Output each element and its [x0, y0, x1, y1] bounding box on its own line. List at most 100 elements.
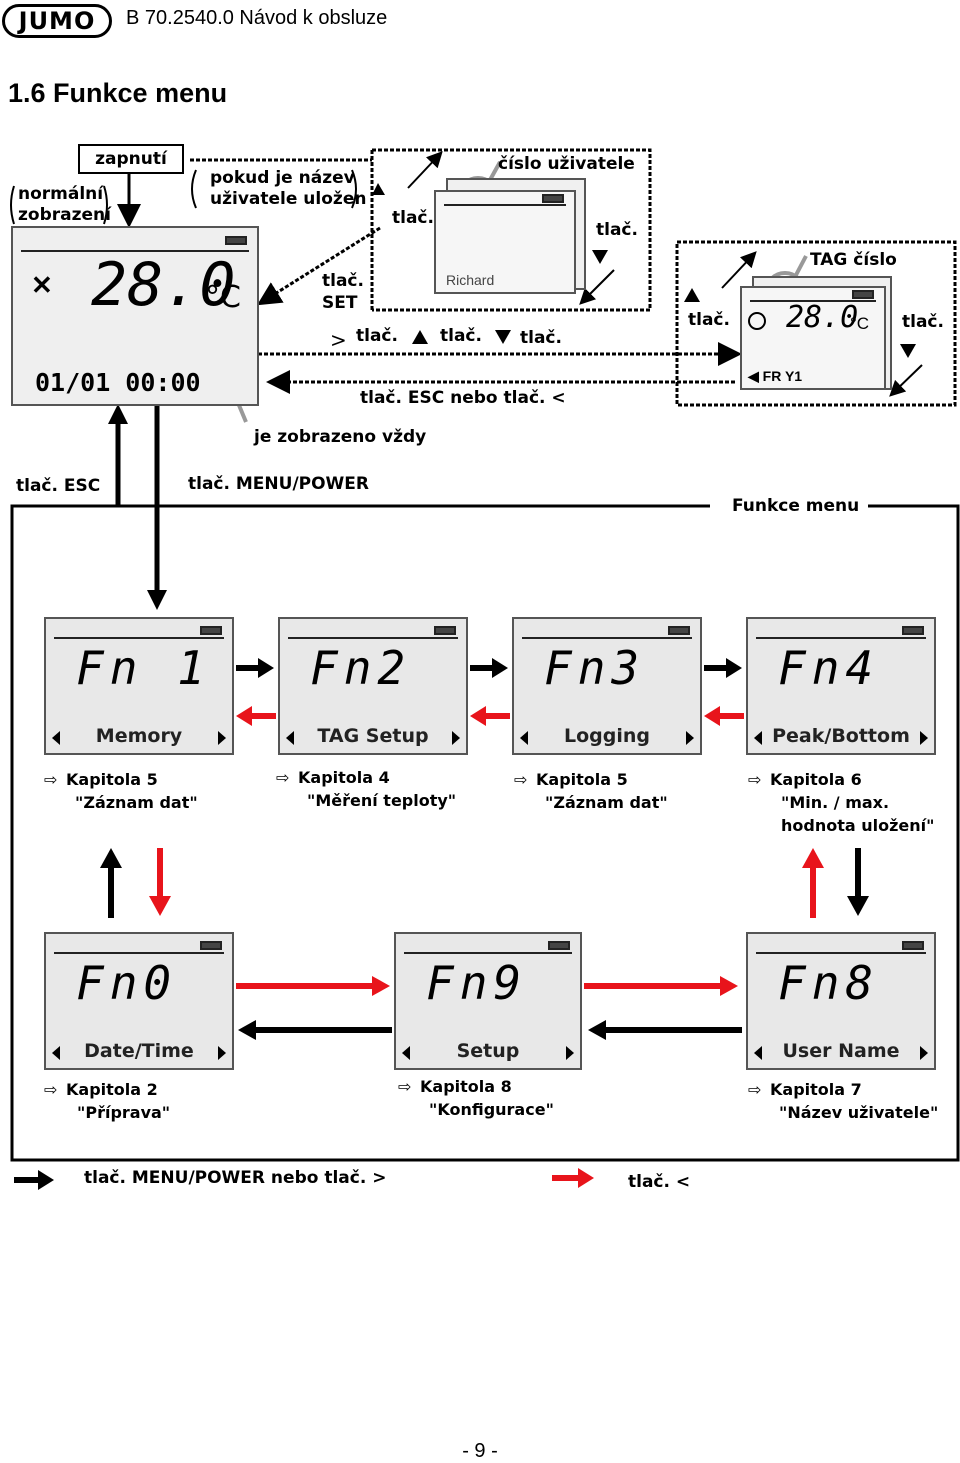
- fn4-chapter: ⇨ Kapitola 6 "Min. / max. hodnota uložení…: [748, 768, 934, 837]
- power-on-label: zapnutí: [95, 149, 167, 169]
- fn9-chapter-no: Kapitola 8: [420, 1077, 512, 1096]
- tag-card-ring-icon: [748, 312, 766, 330]
- menu-key-label: tlač. MENU/POWER: [188, 474, 370, 494]
- tag-card: 28.0 °C ◀ FR Y1: [740, 286, 886, 390]
- menu-fn1: Fn 1 Memory: [44, 617, 234, 755]
- battery-icon: [668, 626, 690, 635]
- normal-display-label: normální zobrazení: [18, 184, 111, 226]
- key-label-user-down: tlač.: [596, 220, 638, 240]
- arrow-right-icon: [686, 731, 694, 745]
- fn0-code: Fn0: [76, 956, 178, 1010]
- tag-card-temperature: 28.0: [786, 300, 859, 335]
- function-menu-label: Funkce menu: [732, 496, 860, 516]
- fn3-chapter: ⇨Kapitola 5 "Záznam dat": [514, 768, 668, 814]
- section-title: 1.6 Funkce menu: [8, 78, 228, 108]
- main-datetime: 01/01 00:00: [35, 368, 201, 397]
- fn1-chapter: ⇨Kapitola 5 "Záznam dat": [44, 768, 198, 814]
- esc-key-label: tlač. ESC: [16, 476, 101, 496]
- row1-arrows: [236, 658, 744, 726]
- main-display-line: [21, 250, 249, 252]
- arrow-left-icon: [754, 1046, 762, 1060]
- user-card-line: [444, 204, 566, 206]
- arrow-right-icon: [218, 1046, 226, 1060]
- row2-arrows: [236, 976, 742, 1040]
- fn4-code: Fn4: [778, 641, 880, 695]
- arrow-left-icon: [402, 1046, 410, 1060]
- fn3-chapter-no: Kapitola 5: [536, 770, 628, 789]
- fn9-name: Setup: [456, 1040, 520, 1062]
- arrow-left-icon: [52, 731, 60, 745]
- fn1-chapter-no: Kapitola 5: [66, 770, 158, 789]
- pointer-arrow-icon: ⇨: [398, 1077, 412, 1096]
- fn2-code: Fn2: [310, 641, 412, 695]
- fn4-name: Peak/Bottom: [772, 725, 910, 747]
- arrow-left-icon: [754, 731, 762, 745]
- key-set-line2: SET: [322, 293, 358, 313]
- arrow-right-icon: [452, 731, 460, 745]
- fn9-chapter: ⇨ Kapitola 8 "Konfigurace": [398, 1075, 554, 1121]
- close-icon: ✕: [31, 270, 53, 300]
- fn3-chapter-desc: "Záznam dat": [545, 793, 668, 812]
- fn3-name: Logging: [563, 725, 650, 747]
- menu-fn9: Fn9 Setup: [394, 932, 582, 1070]
- fn3-code: Fn3: [544, 641, 646, 695]
- power-on-label-box: zapnutí: [78, 144, 184, 174]
- pointer-arrow-icon: ⇨: [44, 1080, 58, 1099]
- fn2-chapter: ⇨ Kapitola 4 "Měření teploty": [276, 766, 456, 812]
- fn4-chapter-desc: "Min. / max.: [781, 793, 890, 812]
- key-label-tag-down: tlač.: [902, 312, 944, 332]
- fn4-chapter-desc2: hodnota uložení": [781, 816, 935, 835]
- fn9-chapter-desc: "Konfigurace": [429, 1100, 554, 1119]
- main-temperature-unit: °C: [205, 280, 241, 315]
- menu-fn4: Fn4 Peak/Bottom: [746, 617, 936, 755]
- tag-card-name-text: FR Y1: [762, 368, 803, 384]
- pointer-arrow-icon: ⇨: [748, 770, 762, 789]
- battery-icon: [200, 626, 222, 635]
- fn2-chapter-no: Kapitola 4: [298, 768, 390, 787]
- key-set-line1: tlač.: [322, 271, 364, 291]
- arrow-right-icon: [920, 1046, 928, 1060]
- fn8-chapter-desc: "Název uživatele": [779, 1103, 939, 1122]
- username-line2: uživatele uložen: [210, 189, 367, 209]
- arrow-left-icon: [520, 731, 528, 745]
- username-stored-label: pokud je název uživatele uložen: [210, 168, 366, 210]
- tag-card-battery-icon: [852, 290, 874, 299]
- normal-display-line2: zobrazení: [18, 205, 111, 225]
- fn4-chapter-no: Kapitola 6: [770, 770, 862, 789]
- key-label-down: tlač.: [520, 328, 562, 348]
- key-gt: >: [330, 328, 347, 352]
- fn1-name: Memory: [95, 725, 183, 747]
- battery-icon: [225, 236, 247, 245]
- battery-icon: [434, 626, 456, 635]
- fn1-code: Fn 1: [76, 641, 211, 695]
- menu-fn0: Fn0 Date/Time: [44, 932, 234, 1070]
- always-shown-label: je zobrazeno vždy: [254, 427, 427, 447]
- arrow-right-icon: [218, 731, 226, 745]
- tag-card-unit: °C: [850, 314, 870, 333]
- user-card: Richard: [434, 190, 576, 294]
- menu-fn8: Fn8 User Name: [746, 932, 936, 1070]
- username-line1: pokud je název: [210, 168, 355, 188]
- menu-fn3: Fn3 Logging: [512, 617, 702, 755]
- fn0-chapter: ⇨Kapitola 2 "Příprava": [44, 1078, 170, 1124]
- arrow-left-icon: [286, 731, 294, 745]
- main-display: ✕ 28.0 °C 01/01 00:00: [11, 226, 259, 406]
- normal-display-line1: normální: [18, 184, 104, 204]
- fn2-chapter-desc: "Měření teploty": [307, 791, 457, 810]
- battery-icon: [200, 941, 222, 950]
- legend-red: tlač. <: [628, 1172, 691, 1192]
- tag-card-line: [750, 300, 876, 302]
- main-temperature: 28.0: [91, 250, 236, 320]
- fn8-code: Fn8: [778, 956, 880, 1010]
- legend-black: tlač. MENU/POWER nebo tlač. >: [84, 1168, 387, 1188]
- fn8-chapter-no: Kapitola 7: [770, 1080, 862, 1099]
- battery-icon: [902, 626, 924, 635]
- user-card-battery-icon: [542, 194, 564, 203]
- pointer-arrow-icon: ⇨: [276, 768, 290, 787]
- fn8-name: User Name: [782, 1040, 900, 1062]
- battery-icon: [902, 941, 924, 950]
- tag-number-label: TAG číslo: [810, 250, 897, 270]
- user-card-name: Richard: [446, 272, 495, 288]
- fn0-name: Date/Time: [84, 1040, 194, 1062]
